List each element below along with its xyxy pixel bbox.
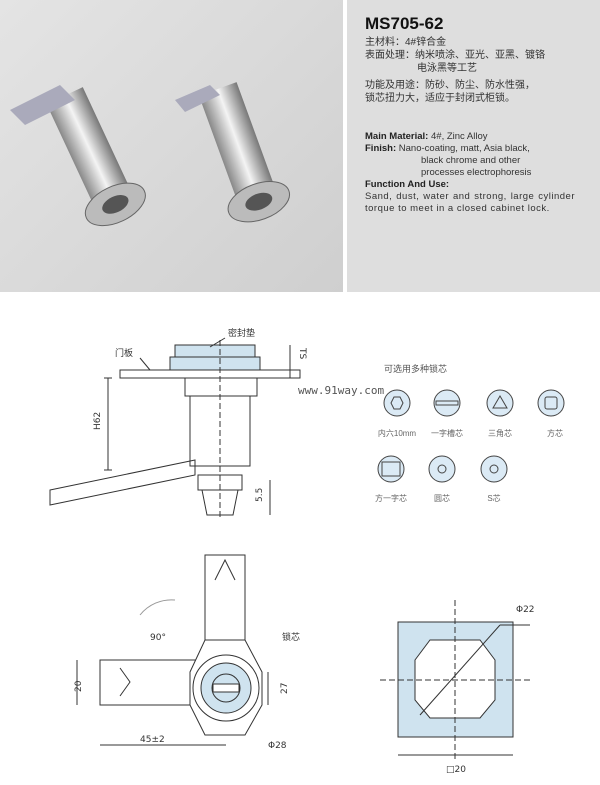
en-finish-value-3: processes electrophoresis xyxy=(421,167,532,178)
hex-core-icon xyxy=(383,389,411,417)
cn-finish-value: 纳米喷涂、亚光、亚黑、镀铬 xyxy=(415,50,545,61)
en-finish-value: Nano-coating, matt, Asia black, xyxy=(398,143,530,154)
core-label-s: S芯 xyxy=(487,494,501,503)
door-label: 门板 xyxy=(115,347,133,359)
cn-material-label: 主材料： xyxy=(365,37,405,48)
round-core-icon xyxy=(428,455,456,483)
en-material-value: 4#, Zinc Alloy xyxy=(431,131,488,142)
s-core-icon xyxy=(480,455,508,483)
rotation-label: 90° xyxy=(150,633,166,643)
cn-finish-value-2: 电泳黑等工艺 xyxy=(417,63,477,74)
en-finish-value-2: black chrome and other xyxy=(421,155,521,166)
core-label-hex: 内六10mm xyxy=(377,429,417,438)
cn-function-value-2: 锁芯扭力大，适应于封闭式柜锁。 xyxy=(365,93,515,104)
square-core-icon xyxy=(537,389,565,417)
square-slot-core-icon xyxy=(377,455,405,483)
core-label-round: 圆芯 xyxy=(434,494,450,503)
core-label: 锁芯 xyxy=(282,631,300,643)
seal-label: 密封垫 xyxy=(228,327,255,339)
en-material-label: Main Material: xyxy=(365,131,429,142)
watermark: www.91way.com xyxy=(298,384,385,397)
slot-core-icon xyxy=(433,389,461,417)
core-label-slot: 一字槽芯 xyxy=(431,429,463,438)
model-title: MS705-62 xyxy=(365,14,444,33)
cam-lock-photo xyxy=(10,82,291,227)
h62-label: H62 xyxy=(93,412,103,430)
core-label-square-slot: 方一字芯 xyxy=(375,494,407,503)
ts-label: TS xyxy=(297,347,307,359)
cn-function-value: 防砂、防尘、防水性强， xyxy=(425,80,535,91)
dim-phi22: Φ22 xyxy=(516,605,535,615)
product-photo xyxy=(0,0,343,292)
dim-45: 45±2 xyxy=(140,735,165,745)
core-label-square: 方芯 xyxy=(547,429,563,438)
triangle-core-icon xyxy=(486,389,514,417)
dim-sq20: □20 xyxy=(446,765,466,775)
en-finish-label: Finish: xyxy=(365,143,397,154)
cn-finish-label: 表面处理： xyxy=(365,50,415,61)
en-function-value: Sand, dust, water and strong, large cyli… xyxy=(365,191,575,214)
dim-phi28: Φ28 xyxy=(268,741,287,751)
spec-panel: MS705-62 主材料：4#锌合金 表面处理：纳米喷涂、亚光、亚黑、镀铬 电泳… xyxy=(347,0,600,292)
en-function-label: Function And Use: xyxy=(365,179,450,190)
dim-20: 20 xyxy=(74,680,84,692)
core-label-triangle: 三角芯 xyxy=(488,429,512,438)
cores-title: 可选用多种锁芯 xyxy=(384,364,448,374)
cn-function-label: 功能及用途： xyxy=(365,80,425,91)
dim-27: 27 xyxy=(280,683,290,694)
dim-5-5: 5.5 xyxy=(255,488,265,502)
cn-material-value: 4#锌合金 xyxy=(405,37,447,48)
